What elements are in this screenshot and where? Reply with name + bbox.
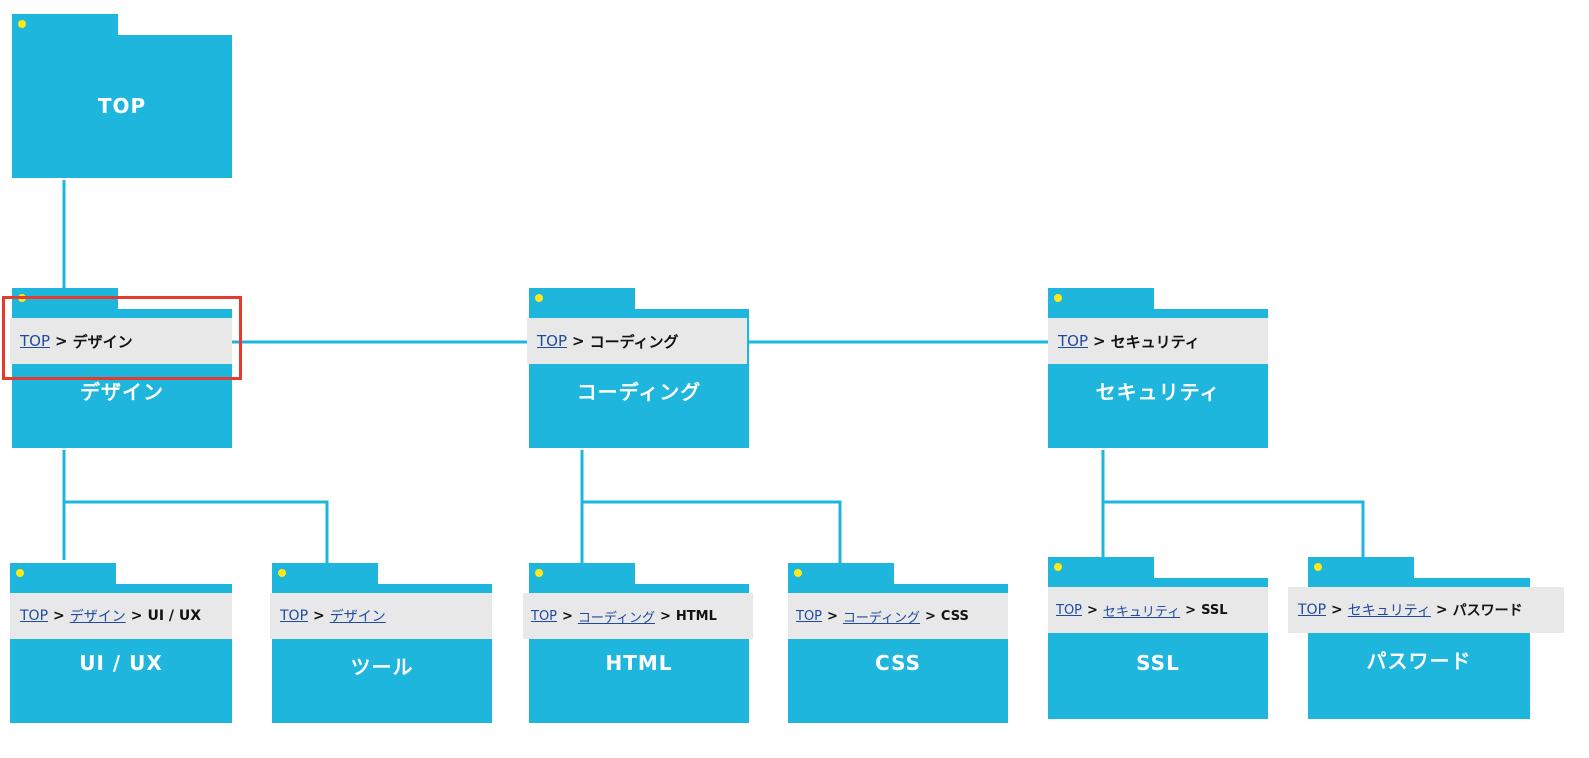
node-title: SSL: [1136, 651, 1180, 675]
status-dot-icon: [1054, 294, 1062, 302]
folder-tab: [1308, 557, 1414, 578]
breadcrumb-link-top[interactable]: TOP: [280, 608, 309, 624]
breadcrumb-current: UI / UX: [147, 608, 202, 624]
breadcrumb-separator: >: [827, 608, 838, 624]
status-dot-icon: [794, 569, 802, 577]
breadcrumb-separator: >: [1093, 332, 1106, 350]
folder-tab: [788, 563, 894, 584]
breadcrumb-separator: >: [313, 608, 325, 624]
connector-design-tool: [64, 500, 329, 563]
node-body: [12, 35, 232, 178]
status-dot-icon: [16, 569, 24, 577]
breadcrumb-password: TOP>セキュリティ>パスワード: [1288, 587, 1564, 633]
breadcrumb-link-top[interactable]: TOP: [20, 608, 49, 624]
breadcrumb-link-top[interactable]: TOP: [1298, 602, 1327, 618]
folder-tab: [272, 563, 378, 584]
breadcrumb-css: TOP>コーディング>CSS: [788, 593, 1008, 639]
node-title: セキュリティ: [1095, 380, 1221, 404]
breadcrumb-tool: TOP>デザイン: [270, 593, 492, 639]
node-title: パスワード: [1366, 649, 1472, 673]
breadcrumb-link-top[interactable]: TOP: [1058, 332, 1089, 350]
node-password[interactable]: パスワード: [1308, 557, 1530, 719]
breadcrumb-design: TOP>デザイン: [10, 318, 232, 364]
breadcrumb-separator: >: [1087, 602, 1098, 618]
node-html[interactable]: HTML: [529, 563, 749, 723]
breadcrumb-link-parent[interactable]: コーディング: [842, 610, 921, 626]
breadcrumb-link-top[interactable]: TOP: [796, 608, 823, 624]
breadcrumb-separator: >: [55, 332, 68, 350]
connector-coding-css: [582, 500, 842, 563]
breadcrumb-current: SSL: [1201, 602, 1228, 618]
breadcrumb-separator: >: [562, 608, 573, 624]
folder-tab: [1048, 288, 1154, 309]
breadcrumb-separator: >: [1185, 602, 1197, 618]
breadcrumb-link-parent[interactable]: セキュリティ: [1102, 604, 1181, 620]
breadcrumb-current: デザイン: [72, 332, 133, 351]
breadcrumb-separator: >: [925, 608, 936, 624]
breadcrumb-ssl: TOP>セキュリティ>SSL: [1048, 587, 1268, 633]
node-top[interactable]: TOP: [12, 14, 232, 178]
status-dot-icon: [535, 569, 543, 577]
node-css[interactable]: CSS: [788, 563, 1008, 723]
status-dot-icon: [18, 20, 26, 28]
breadcrumb-separator: >: [660, 608, 671, 624]
breadcrumb-current: セキュリティ: [1110, 332, 1200, 351]
breadcrumb-current: コーディング: [589, 332, 679, 351]
breadcrumb-current: CSS: [940, 608, 969, 624]
breadcrumb-uiux: TOP>デザイン>UI / UX: [10, 593, 232, 639]
node-title: デザイン: [80, 380, 164, 404]
breadcrumb-separator: >: [130, 608, 143, 624]
node-uiux[interactable]: UI / UX: [10, 563, 232, 723]
breadcrumb-link-parent[interactable]: デザイン: [329, 609, 386, 625]
node-ssl[interactable]: SSL: [1048, 557, 1268, 719]
status-dot-icon: [535, 294, 543, 302]
node-title: ツール: [350, 655, 414, 679]
breadcrumb-link-top[interactable]: TOP: [1056, 602, 1083, 618]
breadcrumb-current: パスワード: [1452, 603, 1523, 619]
status-dot-icon: [278, 569, 286, 577]
folder-tab: [1048, 557, 1154, 578]
breadcrumb-link-top[interactable]: TOP: [20, 332, 51, 350]
node-tool[interactable]: ツール: [272, 563, 492, 723]
status-dot-icon: [1314, 563, 1322, 571]
breadcrumb-link-parent[interactable]: デザイン: [69, 609, 126, 625]
status-dot-icon: [1054, 563, 1062, 571]
folder-tab: [529, 563, 635, 584]
node-title: UI / UX: [79, 651, 163, 675]
breadcrumb-separator: >: [1331, 602, 1343, 618]
folder-tab: [10, 563, 116, 584]
breadcrumb-html: TOP>コーディング>HTML: [523, 593, 753, 639]
node-title: TOP: [97, 94, 147, 118]
node-coding[interactable]: コーディング: [529, 288, 749, 448]
breadcrumb-link-parent[interactable]: セキュリティ: [1347, 603, 1431, 619]
breadcrumb-separator: >: [572, 332, 585, 350]
breadcrumb-separator: >: [1435, 602, 1448, 618]
breadcrumb-security: TOP>セキュリティ: [1048, 318, 1268, 364]
node-title: CSS: [875, 651, 921, 675]
breadcrumb-link-top[interactable]: TOP: [537, 332, 568, 350]
highlight-box: [2, 296, 242, 380]
breadcrumb-link-parent[interactable]: コーディング: [577, 610, 656, 626]
folder-tab: [529, 288, 635, 309]
breadcrumb-link-top[interactable]: TOP: [531, 608, 558, 624]
node-title: コーディング: [576, 380, 702, 404]
breadcrumb-current: HTML: [675, 608, 717, 624]
folder-tab: [12, 14, 118, 35]
breadcrumb-separator: >: [53, 608, 65, 624]
node-security[interactable]: セキュリティ: [1048, 288, 1268, 448]
breadcrumb-coding: TOP>コーディング: [527, 318, 747, 364]
connector-security-password: [1103, 500, 1365, 557]
node-title: HTML: [605, 651, 673, 675]
